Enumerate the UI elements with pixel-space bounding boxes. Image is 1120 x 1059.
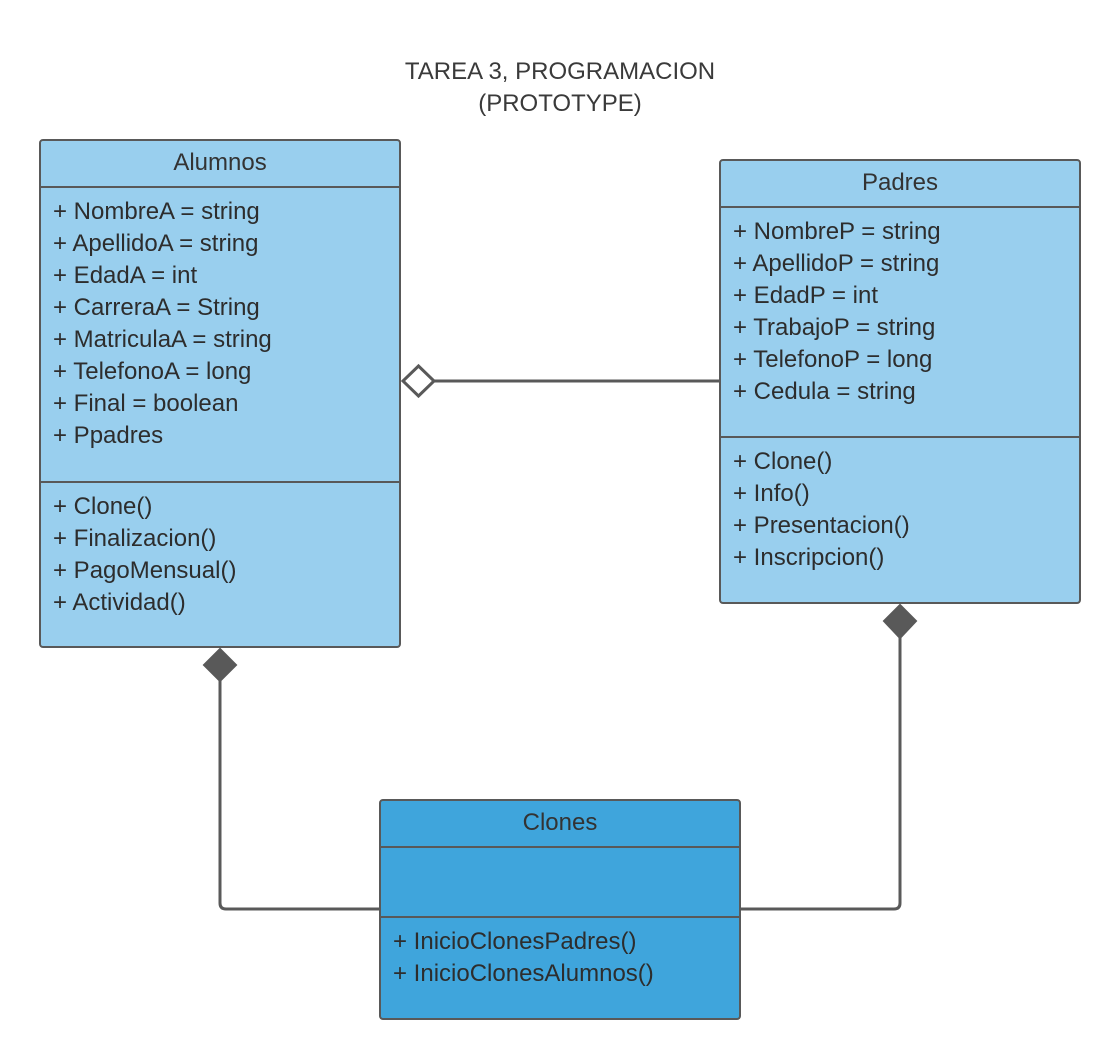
composition-filled-diamond-padres[interactable] <box>882 603 918 640</box>
method: + Clone() <box>733 448 833 475</box>
method: + PagoMensual() <box>53 557 237 584</box>
attribute: + Final = boolean <box>53 390 239 417</box>
method: + Info() <box>733 480 810 507</box>
attributes-section: + NombreP = string + ApellidoP = string … <box>721 208 1079 438</box>
attribute: + TelefonoP = long <box>733 346 933 373</box>
class-clones[interactable]: Clones + InicioClonesPadres() + InicioCl… <box>379 799 741 1020</box>
attribute: + Cedula = string <box>733 378 916 405</box>
attribute: + TelefonoA = long <box>53 358 252 385</box>
class-name: Padres <box>721 161 1079 208</box>
attribute: + Ppadres <box>53 422 164 449</box>
class-name: Clones <box>381 801 739 848</box>
attribute: + CarreraA = String <box>53 294 260 321</box>
class-name: Alumnos <box>41 141 399 188</box>
class-alumnos[interactable]: Alumnos + NombreA = string + ApellidoA =… <box>39 139 401 648</box>
attribute: + TrabajoP = string <box>733 314 936 341</box>
aggregation-hollow-diamond[interactable] <box>400 363 437 399</box>
method: + Clone() <box>53 493 153 520</box>
method: + Presentacion() <box>733 512 910 539</box>
diagram-title-line-2: (PROTOTYPE) <box>478 90 642 117</box>
composition-filled-diamond-alumnos[interactable] <box>202 647 238 683</box>
attribute: + EdadP = int <box>733 282 879 309</box>
attribute: + NombreA = string <box>53 198 260 225</box>
class-padres[interactable]: Padres + NombreP = string + ApellidoP = … <box>719 159 1081 604</box>
attribute: + EdadA = int <box>53 262 198 289</box>
composition-line-padres-clones[interactable] <box>740 638 902 911</box>
attributes-section: + NombreA = string + ApellidoA = string … <box>41 188 399 483</box>
method: + Inscripcion() <box>733 544 885 571</box>
attribute: + NombreP = string <box>733 218 941 245</box>
diagram-title-line-1: TAREA 3, PROGRAMACION <box>404 58 716 85</box>
method: + InicioClonesPadres() <box>393 928 637 955</box>
composition-line-alumnos-clones[interactable] <box>218 681 380 911</box>
methods-section: + InicioClonesPadres() + InicioClonesAlu… <box>381 918 739 990</box>
methods-section: + Clone() + Info() + Presentacion() + In… <box>721 438 1079 574</box>
method: + Actividad() <box>53 589 186 616</box>
method: + Finalizacion() <box>53 525 217 552</box>
attribute: + ApellidoA = string <box>53 230 259 257</box>
attribute: + ApellidoP = string <box>733 250 940 277</box>
attributes-section <box>381 848 739 918</box>
methods-section: + Clone() + Finalizacion() + PagoMensual… <box>41 483 399 619</box>
attribute: + MatriculaA = string <box>53 326 272 353</box>
method: + InicioClonesAlumnos() <box>393 960 654 987</box>
